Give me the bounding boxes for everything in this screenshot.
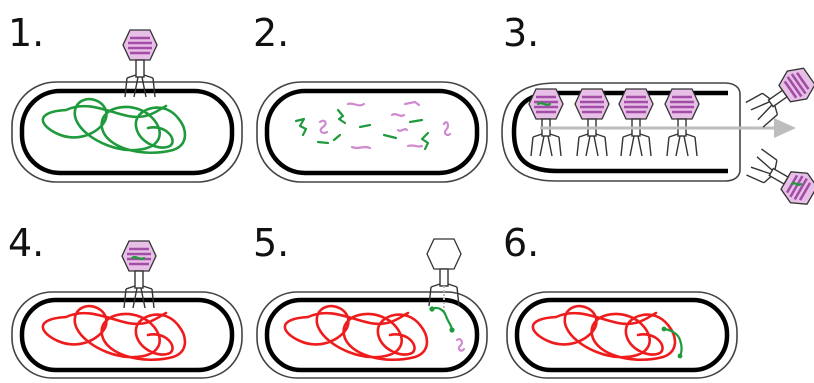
step-label-1: 1. [8,11,44,55]
step-label-2: 2. [253,11,289,55]
step-5-panel [256,238,488,379]
bacterial-cell-icon [514,297,730,373]
injected-dna-fragment [430,306,454,332]
bacteriophage-icon [743,61,814,131]
degraded-dna-fragment [455,338,466,352]
step-3-panel [501,61,814,212]
phage-dna-fragment [130,256,146,260]
step-label-5: 5. [253,221,289,265]
phage-dna-fragment [790,182,803,186]
step-1-panel [11,28,243,183]
step-4-panel [11,239,243,379]
bacterial-cell-icon [264,88,480,176]
step-label-3: 3. [503,11,539,55]
bacteriophage-icon [744,145,814,212]
phage-dna-fragment [536,102,552,106]
step-label-6: 6. [503,221,539,265]
step-6-panel [506,291,738,379]
step-2-panel [256,81,488,183]
dna-fragments [294,100,452,151]
bacterial-cell-icon [19,297,235,373]
step-label-4: 4. [8,221,44,265]
bacterial-cell-icon [264,297,480,373]
empty-bacteriophage-icon [426,238,462,307]
arrowhead-icon [774,118,796,138]
recombined-dna-segment [662,327,683,358]
